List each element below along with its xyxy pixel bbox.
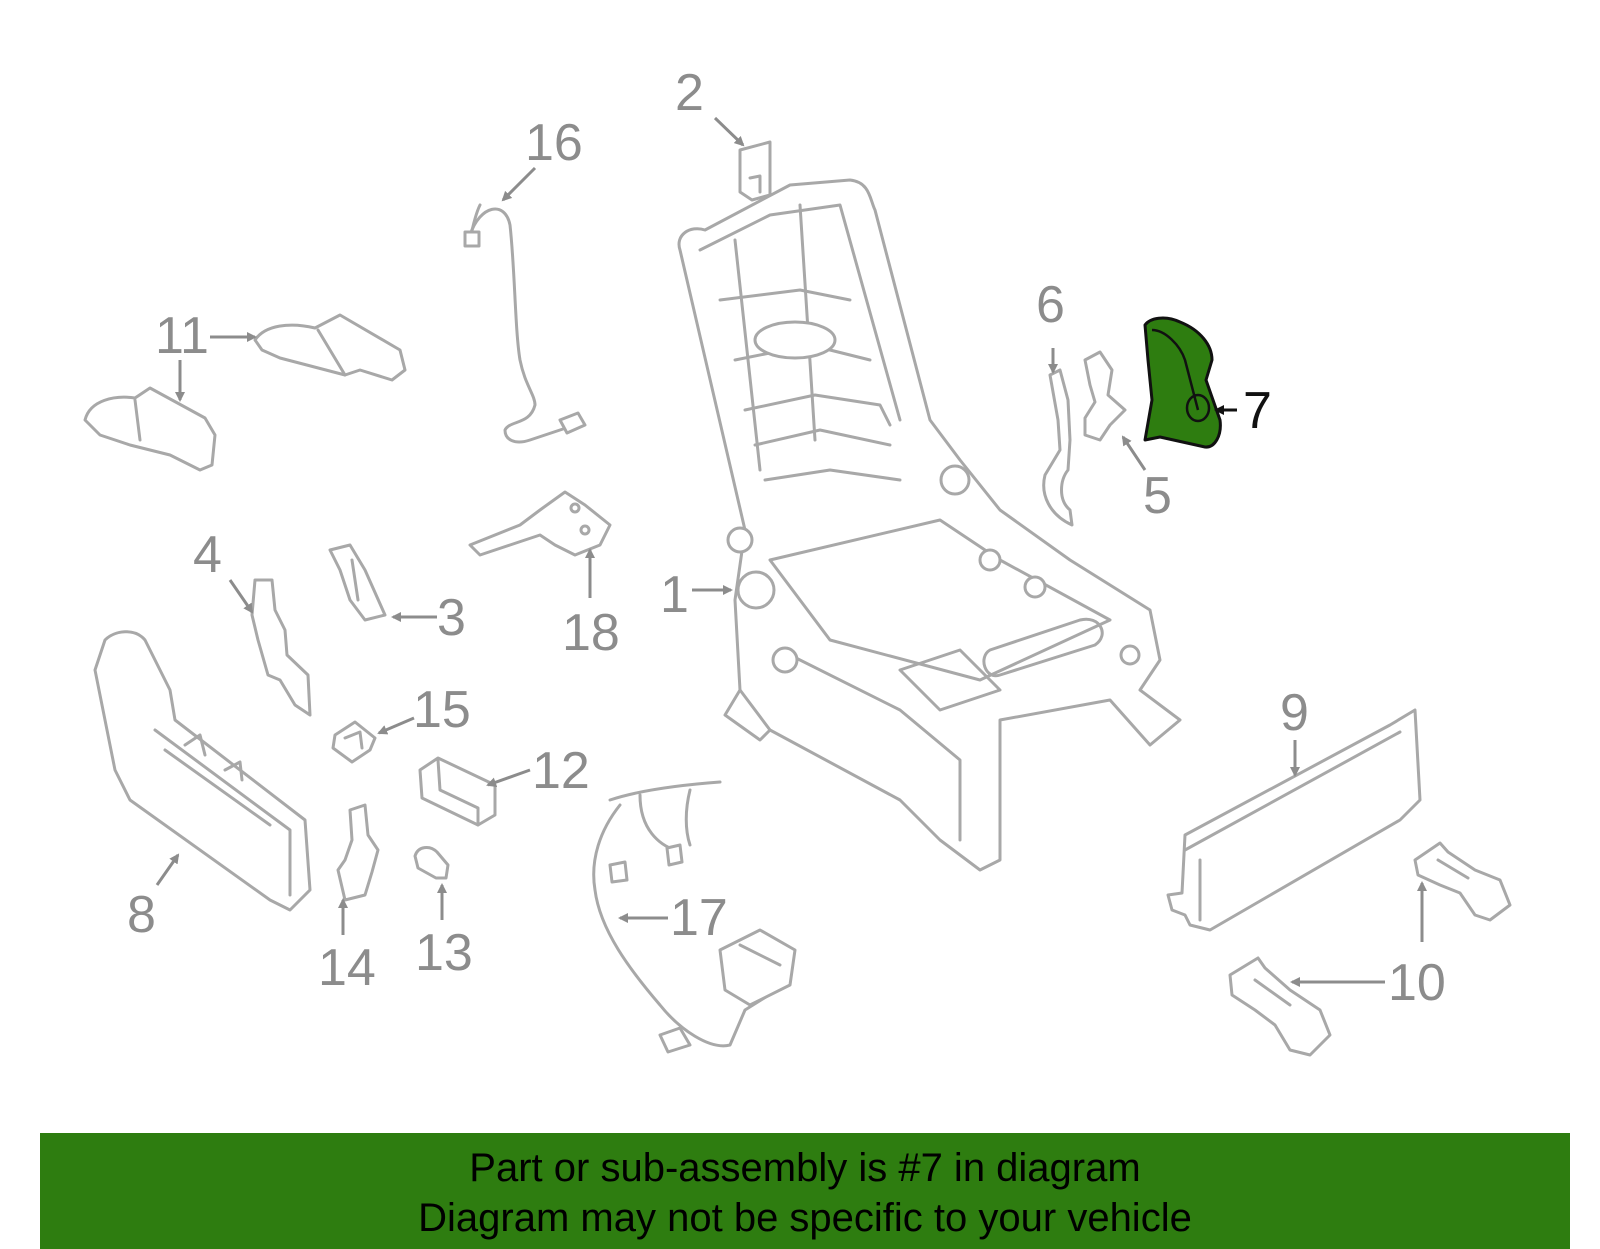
callout-18: 18 — [562, 604, 620, 662]
part-17-wire-harness — [592, 780, 797, 1054]
callout-17: 17 — [670, 889, 728, 947]
callout-10: 10 — [1388, 954, 1446, 1012]
part-4-bracket — [250, 578, 312, 717]
part-10-trim-pieces — [1228, 841, 1512, 1057]
callout-8: 8 — [127, 886, 156, 944]
part-11-armrest-covers — [83, 313, 407, 472]
callout-numbers: 1 2 3 4 5 6 7 8 9 10 11 12 13 14 15 16 1… — [127, 64, 1446, 1012]
callout-11: 11 — [155, 307, 209, 365]
part-15-clip — [331, 720, 377, 764]
part-1-seat-frame — [677, 178, 1182, 872]
callout-15: 15 — [413, 681, 471, 739]
callout-2: 2 — [675, 64, 704, 122]
banner-line-disclaimer: Diagram may not be specific to your vehi… — [418, 1196, 1192, 1240]
callout-1: 1 — [660, 566, 689, 624]
callout-6: 6 — [1036, 276, 1065, 334]
banner-line-part-info: Part or sub-assembly is #7 in diagram — [469, 1146, 1141, 1190]
part-2-clip — [738, 140, 772, 202]
callout-14: 14 — [318, 939, 376, 997]
callout-13: 13 — [415, 924, 473, 982]
part-9-side-cover — [1166, 708, 1422, 932]
parts-diagram: 1 2 3 4 5 6 7 8 9 10 11 12 13 14 15 16 1… — [83, 64, 1512, 1057]
part-6-strip — [1042, 368, 1074, 527]
part-12-block — [418, 756, 497, 827]
part-3-bracket — [328, 543, 387, 622]
info-banner: Part or sub-assembly is #7 in diagram Di… — [40, 1133, 1570, 1249]
part-8-side-shield — [93, 630, 312, 912]
callout-12: 12 — [532, 742, 590, 800]
callout-7-highlighted: 7 — [1243, 382, 1272, 440]
part-14-bracket — [336, 803, 380, 902]
callout-5: 5 — [1143, 467, 1172, 525]
part-18-bracket — [468, 490, 612, 557]
leader-lines — [155, 116, 1427, 987]
callout-4: 4 — [193, 526, 222, 584]
part-5-bracket — [1083, 350, 1127, 442]
part-13-cap — [413, 846, 450, 880]
callout-3: 3 — [437, 589, 466, 647]
callout-16: 16 — [525, 114, 583, 172]
part-16-wire-harness — [463, 203, 587, 444]
callout-9: 9 — [1280, 684, 1309, 742]
part-7-trim-cover — [1143, 316, 1222, 449]
